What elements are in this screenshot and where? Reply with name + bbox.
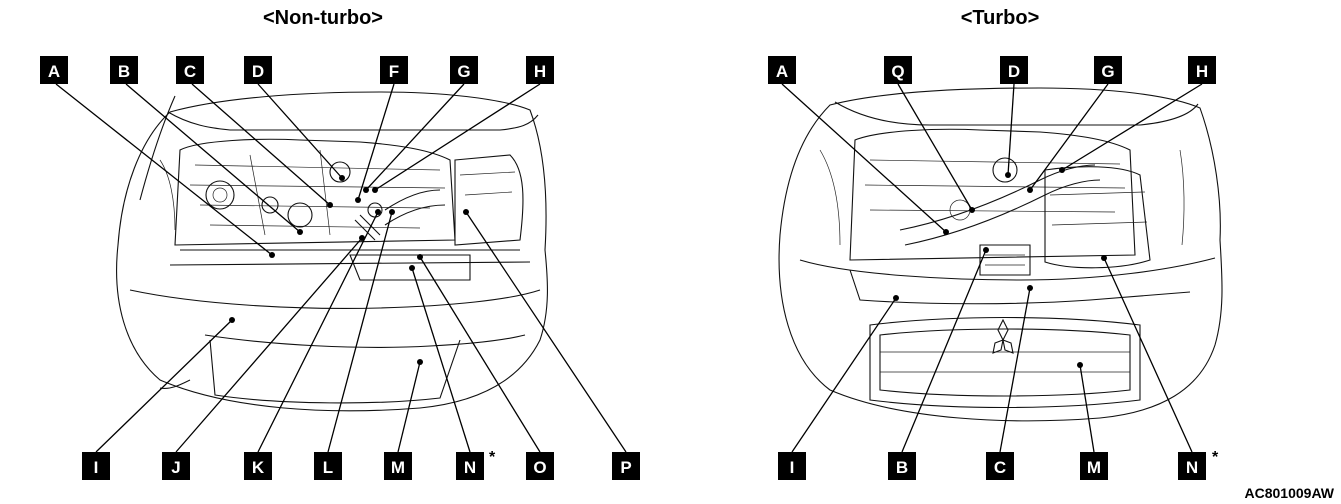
turbo-callouts: A Q D G H I B C M N * xyxy=(768,56,1219,480)
nt-label-o: O xyxy=(526,452,554,480)
nt-label-g: G xyxy=(450,56,478,84)
t-label-i: I xyxy=(778,452,806,480)
nt-label-k: K xyxy=(244,452,272,480)
turbo-engine-illustration xyxy=(778,87,1223,422)
t-label-a: A xyxy=(768,56,796,84)
svg-text:A: A xyxy=(776,62,788,81)
nt-label-d: D xyxy=(244,56,272,84)
t-label-h: H xyxy=(1188,56,1216,84)
svg-text:H: H xyxy=(1196,62,1208,81)
figure-code: AC801009AW xyxy=(1245,485,1335,501)
t-label-n: N xyxy=(1178,452,1206,480)
svg-text:M: M xyxy=(391,458,405,477)
svg-text:L: L xyxy=(323,458,333,477)
nt-label-p: P xyxy=(612,452,640,480)
svg-text:A: A xyxy=(48,62,60,81)
svg-text:K: K xyxy=(252,458,265,477)
non-turbo-title: <Non-turbo> xyxy=(263,7,383,29)
nt-label-j: J xyxy=(162,452,190,480)
svg-text:Q: Q xyxy=(891,62,904,81)
t-label-d: D xyxy=(1000,56,1028,84)
svg-text:G: G xyxy=(1101,62,1114,81)
non-turbo-engine-illustration xyxy=(116,91,548,412)
t-label-c: C xyxy=(986,452,1014,480)
svg-text:O: O xyxy=(533,458,546,477)
nt-label-f: F xyxy=(380,56,408,84)
t-label-b: B xyxy=(888,452,916,480)
svg-text:G: G xyxy=(457,62,470,81)
nt-label-a: A xyxy=(40,56,68,84)
svg-text:C: C xyxy=(994,458,1006,477)
non-turbo-callouts: A B C D F G H I J K L M N * O P xyxy=(40,56,640,480)
nt-label-m: M xyxy=(384,452,412,480)
nt-label-l: L xyxy=(314,452,342,480)
nt-asterisk: * xyxy=(489,449,496,466)
t-label-q: Q xyxy=(884,56,912,84)
svg-text:I: I xyxy=(790,458,795,477)
svg-text:N: N xyxy=(1186,458,1198,477)
svg-text:D: D xyxy=(252,62,264,81)
svg-text:B: B xyxy=(896,458,908,477)
svg-text:H: H xyxy=(534,62,546,81)
nt-label-h: H xyxy=(526,56,554,84)
svg-text:I: I xyxy=(94,458,99,477)
nt-label-i: I xyxy=(82,452,110,480)
svg-text:B: B xyxy=(118,62,130,81)
svg-text:P: P xyxy=(620,458,631,477)
turbo-title: <Turbo> xyxy=(961,7,1040,29)
svg-text:D: D xyxy=(1008,62,1020,81)
nt-label-b: B xyxy=(110,56,138,84)
t-asterisk: * xyxy=(1212,449,1219,466)
svg-text:C: C xyxy=(184,62,196,81)
t-label-m: M xyxy=(1080,452,1108,480)
nt-label-n: N xyxy=(456,452,484,480)
t-label-g: G xyxy=(1094,56,1122,84)
svg-text:N: N xyxy=(464,458,476,477)
svg-text:F: F xyxy=(389,62,399,81)
svg-text:M: M xyxy=(1087,458,1101,477)
svg-text:J: J xyxy=(171,458,180,477)
nt-label-c: C xyxy=(176,56,204,84)
